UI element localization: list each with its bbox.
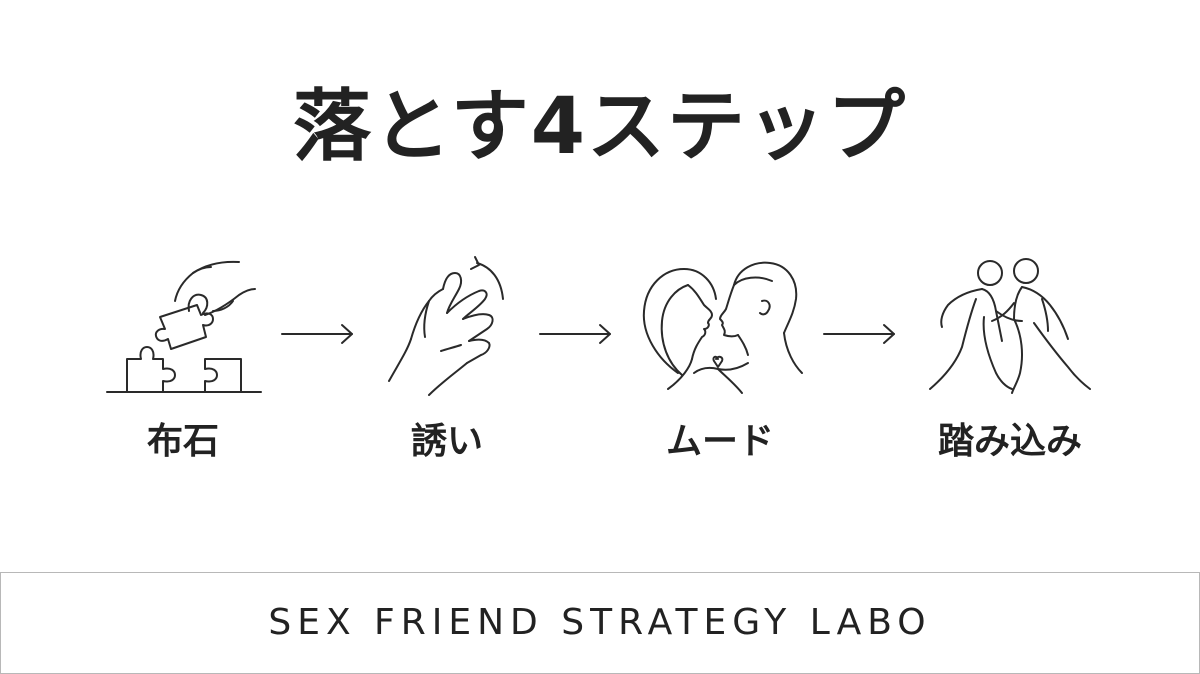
- couple-face-icon: [642, 261, 803, 394]
- footer-brand-text: SEX FRIEND STRATEGY LABO: [268, 602, 932, 643]
- page-title: 落とす4ステップ: [293, 82, 907, 172]
- step-label-2: 誘い: [410, 421, 483, 462]
- footer-banner: SEX FRIEND STRATEGY LABO: [0, 572, 1200, 674]
- running-people-icon: [929, 258, 1091, 394]
- arrow-right-icon: [539, 324, 611, 344]
- arrow-right-icon: [823, 324, 895, 344]
- step-label-1: 布石: [146, 421, 219, 462]
- step-label-3: ムード: [665, 421, 774, 462]
- arrow-right-icon: [281, 324, 353, 344]
- puzzle-hand-icon: [106, 260, 262, 393]
- beckoning-hand-icon: [388, 256, 504, 396]
- step-label-4: 踏み込み: [937, 421, 1082, 462]
